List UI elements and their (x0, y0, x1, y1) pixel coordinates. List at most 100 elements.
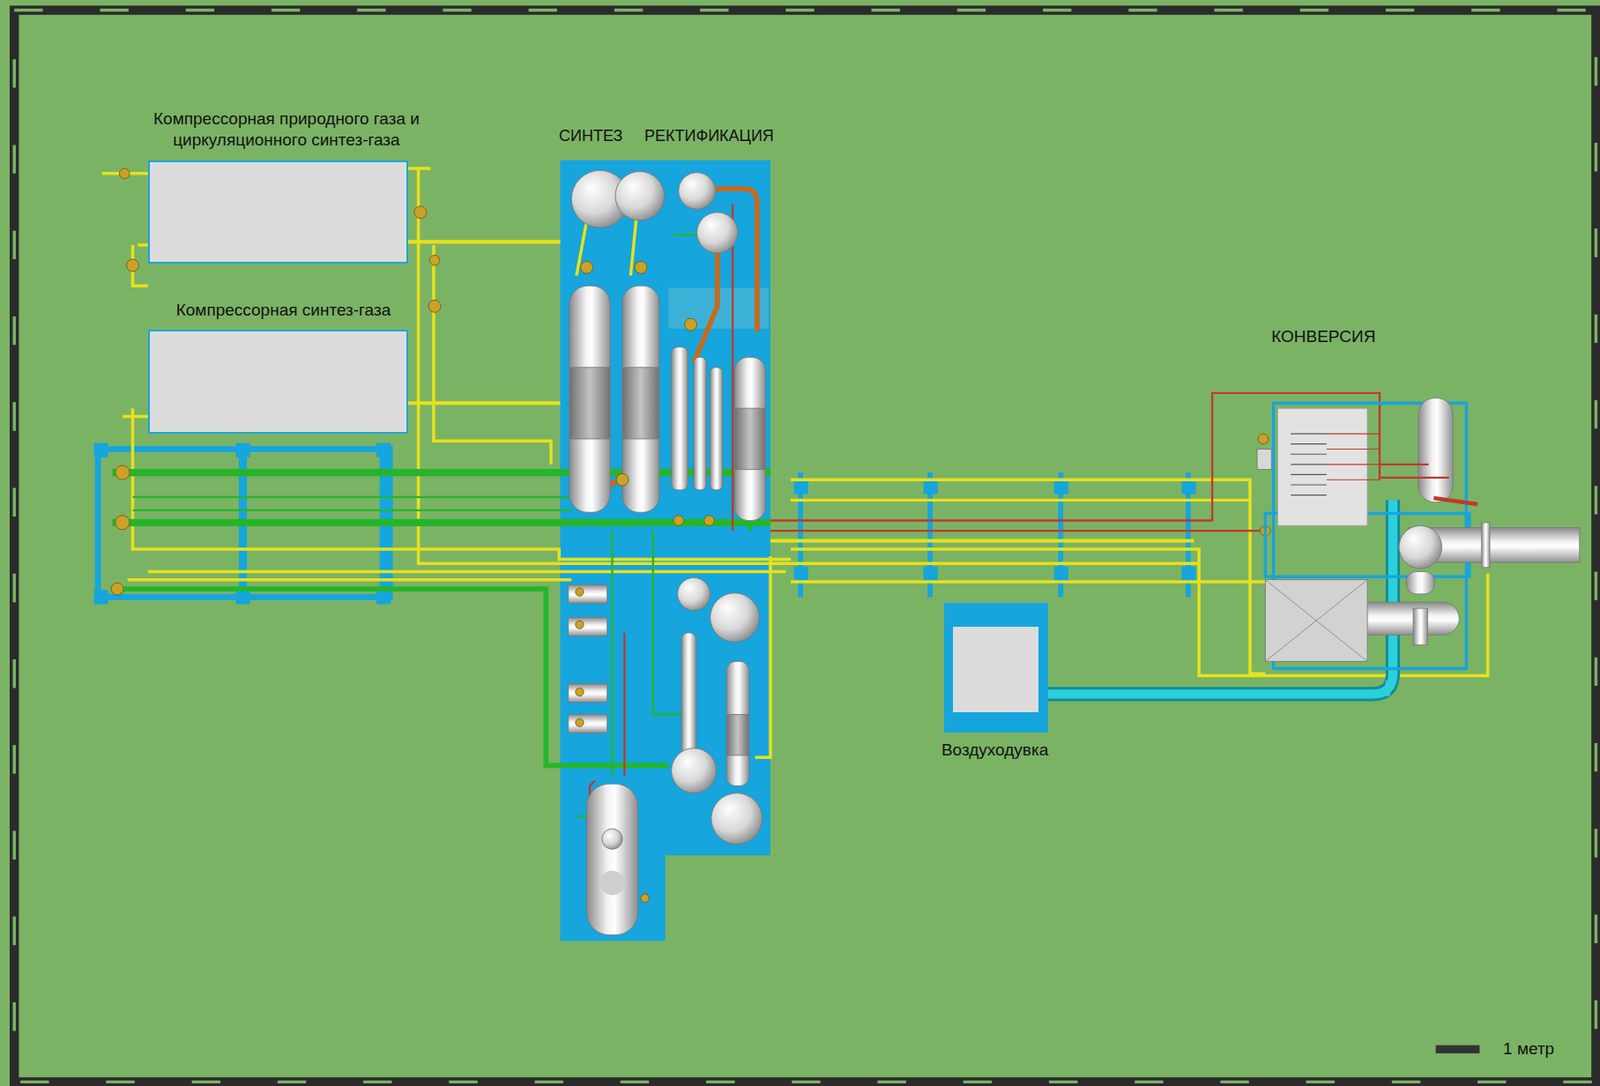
hot-pipes-part (693, 245, 718, 363)
left-pipe-rack-part (235, 589, 250, 604)
gas-pipes-part (790, 498, 1251, 502)
valves-part (429, 254, 440, 266)
conversion-equipment-part (1277, 408, 1368, 526)
right-pipe-rack-part (923, 566, 938, 581)
steam-pipes-part (770, 529, 1261, 532)
right-pipe-rack-part (794, 479, 809, 494)
left-pipe-rack-part (376, 443, 391, 458)
steam-pipes-part (731, 204, 734, 532)
water-pipes-part (111, 588, 669, 766)
compressor-building: Компрессорная природного газа и циркуляц… (148, 160, 409, 264)
gas-pipes-part (137, 243, 149, 246)
synthesis-equipment (568, 170, 766, 935)
conversion-equipment-part (1379, 464, 1450, 478)
area-label: СИНТЕЗ (558, 126, 623, 147)
valves-part (575, 620, 584, 629)
valves-part (673, 515, 685, 527)
ground-part (14, 10, 1596, 1083)
conversion-area: КОНВЕРСИЯ (1193, 393, 1582, 681)
gas-pipes-part (127, 578, 573, 581)
right-pipe-rack-part (1181, 566, 1196, 581)
conversion-equipment-part (1413, 608, 1428, 646)
gas-pipes-part (790, 561, 1199, 565)
hot-pipes (587, 188, 758, 500)
pipeline (770, 538, 1194, 543)
area-label: Компрессорная природного газа и циркуляц… (123, 108, 450, 151)
blower-housing (952, 626, 1039, 713)
valves-part (126, 259, 140, 272)
right-pipe-rack-part (1054, 479, 1069, 494)
right-pipe-rack (794, 472, 1197, 597)
water-pipes-part (111, 519, 771, 527)
conversion-equipment-part (1399, 525, 1443, 569)
left-pipe-rack-part (93, 443, 108, 458)
synthesis-equipment-part (726, 661, 749, 786)
water-pipes-part (610, 530, 613, 776)
steam-pipes-part (623, 632, 626, 776)
left-pipe-rack-part (93, 589, 108, 604)
area-label: Воздуходувка (941, 739, 1049, 761)
air-blower: Воздуходувка (944, 602, 1049, 733)
gas-pipes-part (755, 556, 771, 758)
gas-pipes-part (790, 580, 1266, 583)
gas-pipes-part (148, 570, 786, 574)
synthesis-equipment-part (693, 357, 707, 491)
synthesis-equipment-part (710, 367, 723, 491)
synthesis-equipment-part (615, 171, 665, 222)
area-label: КОНВЕРСИЯ (1271, 326, 1376, 348)
conversion-equipment-part (1265, 580, 1368, 663)
valves-part (428, 299, 441, 313)
synthesis-area-part (559, 160, 770, 942)
conversion-equipment-part (1290, 433, 1327, 495)
synthesis-equipment-part (726, 714, 749, 756)
ground-part (14, 10, 1596, 1083)
valves-part (580, 260, 594, 274)
synthesis-equipment-part (569, 367, 611, 440)
conversion-equipment-part (1257, 448, 1272, 469)
synthesis-area (559, 160, 770, 942)
valves-part (640, 893, 649, 902)
water-pipes (111, 234, 771, 817)
compressor-building: Компрессорная синтез-газа (148, 329, 409, 434)
scale-label: 1 метр (1503, 1038, 1555, 1060)
valves-part (1257, 433, 1269, 445)
valves (111, 168, 1271, 903)
air-duct-part (1048, 499, 1393, 694)
water-pipes-part (132, 496, 572, 499)
synthesis-equipment-part (677, 577, 711, 611)
conversion-equipment-part (1406, 571, 1435, 594)
valves-part (119, 168, 130, 179)
synthesis-equipment-part (622, 367, 660, 440)
conversion-equipment-part (1481, 522, 1490, 568)
synthesis-equipment-part (600, 870, 626, 896)
synthesis-equipment-part (602, 828, 623, 849)
conversion-equipment-part (1418, 398, 1453, 503)
right-pipe-rack-part (1181, 479, 1196, 494)
synthesis-equipment-part (734, 408, 766, 469)
synthesis-equipment-part (569, 285, 611, 513)
valves-part (616, 473, 629, 486)
left-pipe-rack-part (376, 589, 391, 604)
scale-bar (1436, 1045, 1481, 1054)
synthesis-equipment-part (671, 748, 717, 794)
synthesis-equipment-part (697, 212, 738, 254)
valves-part (111, 582, 124, 596)
synthesis-equipment-part (568, 584, 608, 603)
synthesis-equipment-part (587, 783, 639, 935)
pipeline (408, 401, 560, 405)
synthesis-equipment-part (568, 617, 608, 637)
gas-pipes-part (790, 549, 1489, 677)
synthesis-equipment-part (710, 593, 760, 643)
gas-pipes-part (122, 415, 149, 418)
pipeline (408, 239, 560, 244)
area-label: Компрессорная синтез-газа (176, 299, 392, 321)
right-pipe-rack-part (1054, 566, 1069, 581)
conversion-equipment-part (1326, 433, 1380, 480)
gas-pipes-part (408, 240, 560, 244)
synthesis-equipment-part (678, 172, 716, 210)
water-pipes-part (132, 509, 572, 512)
valves-part (575, 718, 584, 727)
right-pipe-rack-part (794, 566, 809, 581)
